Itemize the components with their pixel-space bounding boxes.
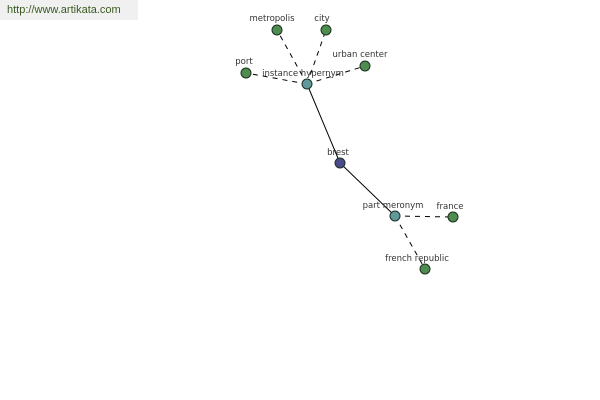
edge-instance-hypernym-to-urban-center: [306, 65, 366, 85]
node-urban-center[interactable]: [359, 60, 371, 72]
node-france[interactable]: [447, 211, 459, 223]
edge-brest-to-instance-hypernym: [306, 83, 341, 164]
source-url-link[interactable]: http://www.artikata.com: [0, 0, 138, 20]
node-metropolis[interactable]: [271, 24, 283, 36]
node-label-france: france: [437, 202, 464, 212]
node-french-republic[interactable]: [419, 263, 431, 275]
node-label-part-meronym: part meronym: [363, 201, 424, 211]
node-label-brest: brest: [327, 148, 349, 158]
edge-part-meronym-to-france: [394, 215, 454, 218]
labels-layer: brest instance hypernym part meronym metrop…: [235, 14, 463, 264]
node-label-instance-hypernym: instance hypernym: [262, 69, 344, 79]
edge-instance-hypernym-to-port: [245, 72, 308, 85]
node-label-french-republic: french republic: [385, 254, 449, 264]
node-label-urban-center: urban center: [333, 50, 388, 60]
nodes-layer: [240, 24, 459, 275]
edge-part-meronym-to-french-republic: [394, 215, 426, 270]
node-instance-hypernym[interactable]: [301, 78, 313, 90]
node-label-metropolis: metropolis: [249, 14, 295, 24]
edge-brest-to-part-meronym: [339, 162, 396, 217]
node-brest[interactable]: [334, 157, 346, 169]
edge-instance-hypernym-to-metropolis: [276, 29, 308, 85]
node-label-city: city: [314, 14, 329, 24]
edges-layer: [245, 29, 454, 270]
node-part-meronym[interactable]: [389, 210, 401, 222]
node-label-port: port: [235, 57, 253, 67]
node-port[interactable]: [240, 67, 252, 79]
node-city[interactable]: [320, 24, 332, 36]
